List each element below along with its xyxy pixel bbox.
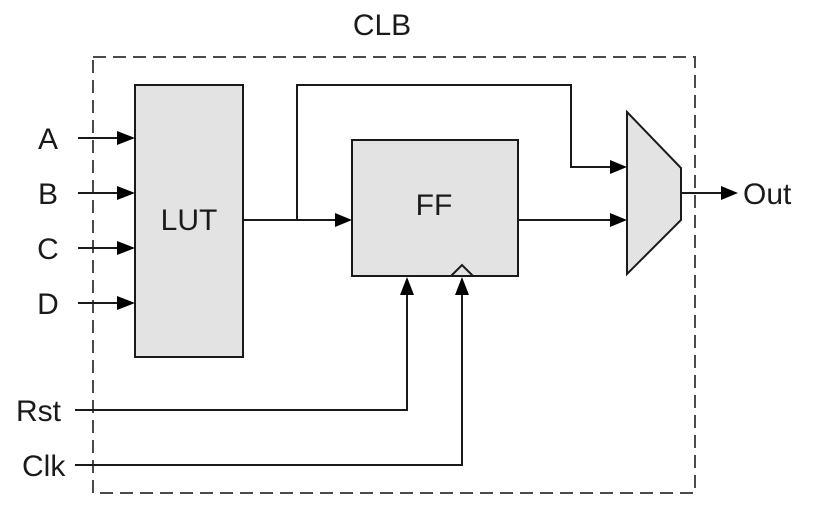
mux-block: [626, 109, 682, 277]
clb-boundary: [92, 56, 696, 494]
lut-bypass-wire: [296, 84, 611, 220]
ff-to-mux-arrow: [610, 213, 627, 227]
reset-label: Rst: [16, 395, 62, 428]
lut-block: [134, 84, 244, 358]
ff-label: FF: [416, 189, 453, 222]
clock-label: Clk: [22, 450, 66, 483]
input-a-arrow: [117, 131, 135, 145]
input-c-label: C: [37, 233, 59, 266]
clock-wire: [75, 294, 463, 466]
input-d-arrow: [117, 296, 135, 310]
output-label: Out: [743, 178, 792, 211]
clock-edge-symbol: [450, 263, 474, 277]
input-b-arrow: [117, 186, 135, 200]
clb-title: CLB: [353, 9, 411, 42]
reset-arrow: [400, 277, 414, 295]
mux-output-arrow: [721, 186, 738, 200]
reset-wire: [75, 294, 408, 411]
input-c-arrow: [117, 241, 135, 255]
clock-arrow: [455, 277, 469, 295]
input-b-label: B: [38, 178, 58, 211]
input-a-label: A: [38, 123, 58, 156]
ff-block: [351, 139, 519, 277]
lut-to-ff-arrow: [335, 213, 352, 227]
lut-label: LUT: [161, 204, 218, 237]
bypass-to-mux-arrow: [610, 160, 627, 174]
input-d-label: D: [37, 288, 59, 321]
